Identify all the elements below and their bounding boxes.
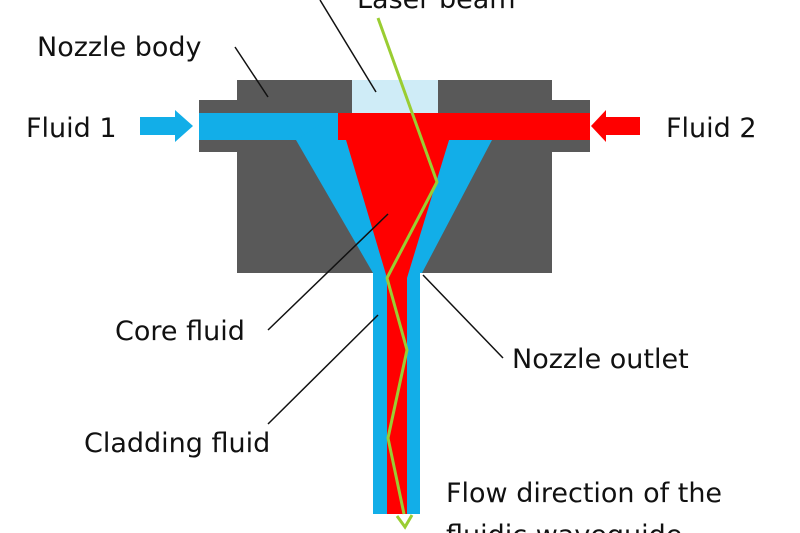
leader-line-nozzle-body	[234, 46, 269, 98]
label-flow-direction-line2: fluidic waveguide	[446, 520, 682, 533]
label-laser-beam: Laser beam	[357, 0, 516, 15]
leader-line-nozzle-outlet	[422, 274, 504, 359]
label-fluid-1: Fluid 1	[26, 113, 117, 144]
label-flow-direction-line1: Flow direction of the	[446, 478, 722, 509]
leader-line-laser-beam	[319, 0, 377, 93]
leader-line-cladding-fluid	[267, 314, 379, 425]
fluid-1-arrow-icon	[140, 110, 193, 142]
label-fluid-2: Fluid 2	[666, 113, 757, 144]
core-cone	[338, 113, 462, 278]
cladding-cone-left	[296, 113, 388, 273]
leader-line-core-fluid	[267, 213, 389, 331]
label-nozzle-body: Nozzle body	[37, 32, 202, 63]
label-core-fluid: Core fluid	[115, 316, 245, 347]
laser-beam-arrowhead-icon	[395, 514, 414, 530]
optical-window	[352, 80, 438, 114]
cladding-fluid-region	[199, 113, 492, 514]
laser-beam-path	[376, 17, 439, 515]
label-nozzle-outlet: Nozzle outlet	[512, 344, 689, 375]
cladding-cone-right	[405, 140, 492, 273]
fluid-2-arrow-icon	[591, 110, 640, 142]
label-cladding-fluid: Cladding fluid	[84, 428, 270, 459]
